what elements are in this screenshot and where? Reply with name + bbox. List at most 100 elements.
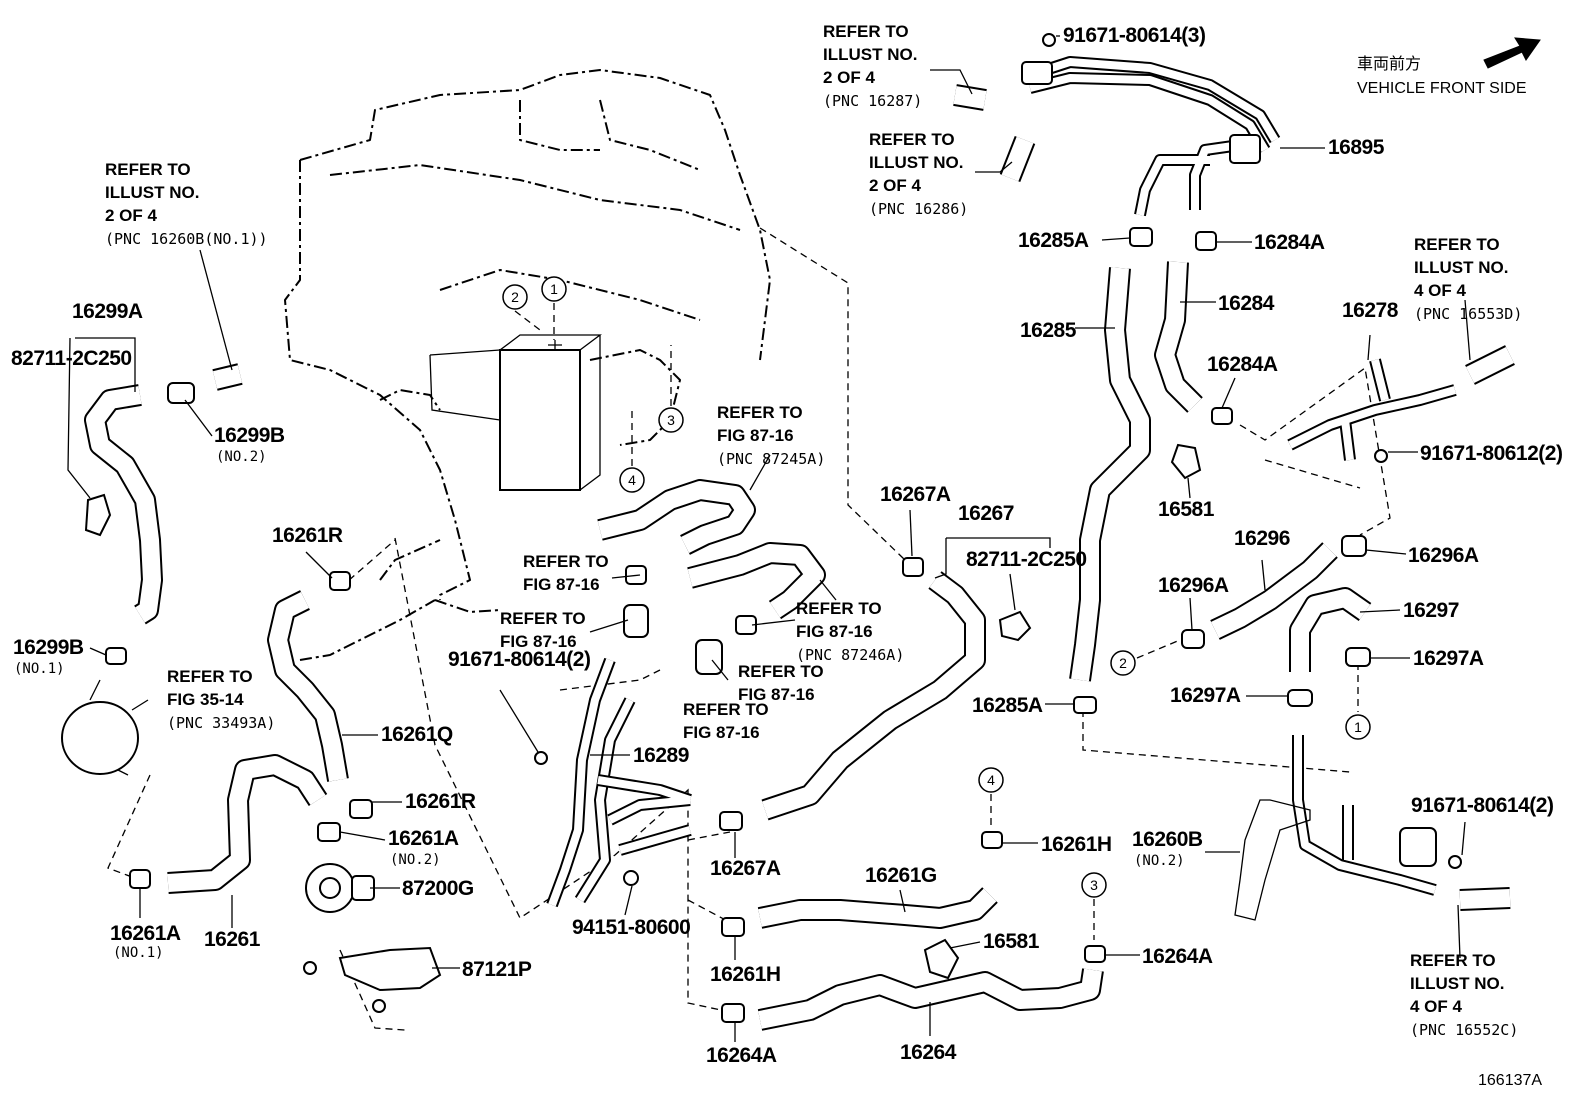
reference-r12: REFER TO ILLUST NO. 4 OF 4 (PNC 16552C) — [1410, 951, 1518, 1039]
reference-line: 2 OF 4 — [105, 206, 158, 225]
engine-canister — [499, 349, 581, 491]
fitting-87-16-d — [695, 639, 723, 675]
part-number-c23: 16299B — [214, 424, 285, 447]
sub-note-s4: (NO.1) — [113, 945, 164, 961]
engine-block-phantom — [284, 69, 771, 661]
clamps-and-fittings — [61, 33, 1541, 1023]
part-number-c37: 16261H — [710, 963, 781, 986]
part-number-c19: 16267 — [958, 502, 1014, 525]
reference-line: ILLUST NO. — [1410, 974, 1504, 993]
reference-line: FIG 87-16 — [683, 723, 760, 742]
sub-note-s3: (NO.2) — [390, 852, 441, 868]
reference-line: (PNC 33493A) — [167, 714, 275, 732]
clamp-16261H — [721, 917, 745, 937]
marker-m6: 1 — [1345, 714, 1371, 740]
marker-m3: 3 — [658, 407, 684, 433]
part-number-c39: 16261G — [865, 864, 937, 887]
direction-en: VEHICLE FRONT SIDE — [1357, 80, 1527, 97]
part-number-c31: 16261 — [204, 928, 261, 951]
reference-line: (PNC 16287) — [823, 92, 922, 110]
marker-label: 4 — [987, 772, 995, 788]
part-number-c10: 16581 — [1158, 498, 1215, 521]
part-number-c12: 16296A — [1408, 544, 1479, 567]
bolt-91671-80612 — [1374, 449, 1388, 463]
fitting-16895-end — [1021, 61, 1053, 85]
part-number-c42: 16261H — [1041, 833, 1112, 856]
clamp-16299B-no1 — [105, 647, 127, 665]
reference-line: REFER TO — [105, 160, 191, 179]
reference-line: REFER TO — [1410, 951, 1496, 970]
vehicle-front-arrow — [1483, 37, 1541, 69]
vacuum-pump-33493A — [61, 701, 139, 775]
part-number-c11: 16296 — [1234, 527, 1290, 550]
sub-note-s2: (NO.1) — [14, 661, 65, 677]
reference-line: (PNC 16286) — [869, 200, 968, 218]
bolt-91551-A0612-a — [303, 961, 317, 975]
direction-jp: 車両前方 — [1357, 55, 1421, 73]
clamp-16264A — [721, 1003, 745, 1023]
clip-16581-lower — [923, 938, 960, 980]
reference-line: REFER TO — [500, 609, 586, 628]
clamp-16297A-right — [1345, 647, 1371, 667]
part-number-c30: 16261A — [110, 922, 181, 945]
reference-line: (PNC 87245A) — [717, 450, 825, 468]
part-number-c14: 16297 — [1403, 599, 1459, 622]
part-number-c34: 91671-80614(2) — [448, 648, 590, 671]
marker-m7: 4 — [978, 767, 1004, 793]
clamp-16284A — [1211, 407, 1233, 425]
bracket-87121P — [338, 946, 442, 992]
bolt-91551-A0612-b — [372, 999, 386, 1013]
marker-circle — [658, 407, 684, 433]
clamp-16264A-right — [1084, 945, 1106, 963]
clip-16581 — [1170, 443, 1202, 480]
clamp-16261A-no1 — [129, 869, 151, 889]
reference-line: REFER TO — [823, 22, 909, 41]
bolt-91671-80614-top — [1042, 33, 1056, 47]
marker-m4: 4 — [619, 467, 645, 493]
clamp-16267A-top — [902, 557, 924, 577]
part-number-c36: 16267A — [710, 857, 781, 880]
reference-line: 4 OF 4 — [1410, 997, 1463, 1016]
reference-line: FIG 87-16 — [796, 622, 873, 641]
part-number-c41: 16264 — [900, 1041, 957, 1064]
reference-line: ILLUST NO. — [869, 153, 963, 172]
part-number-c43: 16264A — [1142, 945, 1213, 968]
bolt-91671-80614-left — [534, 751, 548, 765]
reference-line: REFER TO — [869, 130, 955, 149]
clamp-16285A-bottom — [1073, 696, 1097, 714]
water-pump-hub — [319, 877, 341, 899]
reference-line: (PNC 87246A) — [796, 646, 904, 664]
reference-line: ILLUST NO. — [105, 183, 199, 202]
sub-notes: (NO.2)(NO.1)(NO.2)(NO.1)(NO.2) — [14, 449, 1185, 961]
pipe-bracket — [1399, 827, 1437, 867]
marker-circle — [1081, 872, 1107, 898]
sub-note-s5: (NO.2) — [1134, 853, 1185, 869]
marker-label: 2 — [511, 289, 519, 305]
part-number-c5: 16284 — [1218, 292, 1275, 315]
reference-line: FIG 87-16 — [738, 685, 815, 704]
reference-line: ILLUST NO. — [1414, 258, 1508, 277]
marker-label: 4 — [628, 472, 636, 488]
clamp-16267A — [719, 811, 743, 831]
reference-line: FIG 87-16 — [500, 632, 577, 651]
reference-line: FIG 87-16 — [523, 575, 600, 594]
reference-line: (PNC 16552C) — [1410, 1021, 1518, 1039]
part-number-c24: 16261R — [272, 524, 343, 547]
reference-line: 2 OF 4 — [823, 68, 876, 87]
reference-line: REFER TO — [796, 599, 882, 618]
part-number-c32: 87121P — [462, 958, 532, 981]
part-number-c15: 16297A — [1413, 647, 1484, 670]
clamp-16284A-top — [1195, 231, 1217, 251]
clamp-16296A-right — [1341, 535, 1367, 557]
marker-label: 3 — [1090, 877, 1098, 893]
marker-label: 1 — [1354, 719, 1362, 735]
marker-m1: 1 — [541, 276, 567, 302]
part-number-c2: 16895 — [1328, 136, 1385, 159]
clamp-16261R — [349, 799, 373, 819]
marker-m2: 2 — [502, 284, 528, 310]
